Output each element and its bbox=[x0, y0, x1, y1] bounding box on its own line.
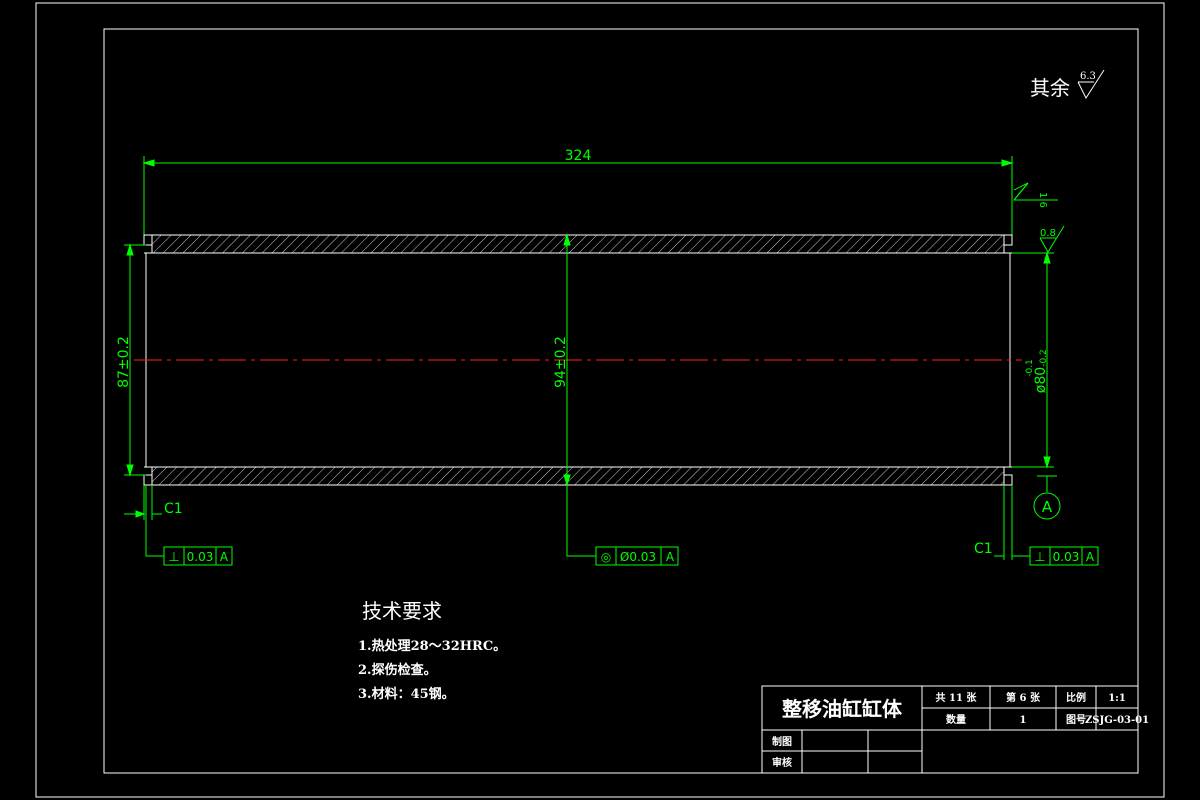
roughness-symbol-general bbox=[1077, 69, 1105, 100]
left-bore-label: 87±0.2 bbox=[116, 336, 132, 388]
chamfer-right-leader bbox=[994, 485, 1030, 560]
title-block bbox=[761, 685, 1139, 774]
tolerance-right-datum: A bbox=[1086, 550, 1095, 564]
quantity-value: 1 bbox=[1020, 715, 1027, 726]
datum-marker bbox=[1033, 475, 1061, 520]
right-diameter-label: ø80 bbox=[1033, 367, 1049, 393]
tolerance-frame-center bbox=[595, 546, 679, 566]
tech-requirement-item: 2.探伤检查。 bbox=[358, 662, 437, 678]
tolerance-left-symbol: ⊥ bbox=[168, 550, 179, 565]
drawing-no-value: ZSJG-03-01 bbox=[1085, 715, 1149, 726]
left-bore-dimension bbox=[124, 243, 146, 477]
center-outer-dimension bbox=[563, 233, 596, 557]
datum-label: A bbox=[1042, 498, 1053, 516]
overall-length-dimension bbox=[142, 156, 1014, 235]
sheet-total: 共 11 张 bbox=[936, 691, 978, 704]
chamfer-left-label: C1 bbox=[164, 501, 183, 517]
tolerance-center-value: Ø0.03 bbox=[620, 550, 656, 564]
tech-requirement-item: 1.热处理28～32HRC。 bbox=[358, 638, 506, 654]
tolerance-left-value: 0.03 bbox=[187, 550, 214, 564]
right-diameter-dimension bbox=[1012, 251, 1054, 469]
surface-general-value: 6.3 bbox=[1080, 71, 1096, 82]
drawing-no-label: 图号 bbox=[1066, 714, 1086, 726]
tolerance-left-datum: A bbox=[220, 550, 229, 564]
drawn-label: 制图 bbox=[772, 735, 792, 748]
tech-requirements-title: 技术要求 bbox=[362, 599, 442, 623]
roughness-symbol-outer bbox=[1012, 182, 1058, 201]
sheet-number: 第 6 张 bbox=[1006, 691, 1041, 704]
tolerance-left-leader bbox=[145, 485, 164, 557]
surface-note-label: 其余 bbox=[1030, 76, 1070, 100]
tolerance-right-symbol: ⊥ bbox=[1034, 550, 1045, 565]
part-name: 整移油缸缸体 bbox=[781, 697, 903, 721]
chamfer-left-leader bbox=[124, 485, 162, 520]
surface-inner-value: 0.8 bbox=[1040, 228, 1056, 239]
chamfer-right-label: C1 bbox=[974, 541, 993, 557]
scale-value: 1:1 bbox=[1108, 693, 1126, 704]
checked-label: 审核 bbox=[772, 756, 792, 769]
roughness-symbol-inner bbox=[1039, 225, 1065, 253]
upper-wall-hatch bbox=[151, 234, 1005, 254]
lower-wall-hatch bbox=[151, 466, 1005, 486]
right-diameter-upper-tol: -0.1 bbox=[1025, 359, 1035, 377]
tolerance-frame-left bbox=[163, 546, 233, 566]
overall-length-label: 324 bbox=[565, 148, 592, 164]
center-outer-label: 94±0.2 bbox=[553, 336, 569, 388]
scale-label: 比例 bbox=[1066, 691, 1086, 704]
tolerance-center-datum: A bbox=[666, 550, 675, 564]
right-diameter-lower-tol: -0.2 bbox=[1039, 349, 1049, 367]
tech-requirement-item: 3.材料：45钢。 bbox=[358, 686, 455, 702]
surface-outer-value: 1.6 bbox=[1037, 192, 1048, 208]
inner-frame bbox=[103, 28, 1139, 774]
tolerance-frame-right bbox=[1029, 546, 1099, 566]
outer-frame bbox=[35, 2, 1165, 798]
tolerance-center-symbol: ◎ bbox=[601, 550, 611, 564]
tolerance-right-value: 0.03 bbox=[1053, 550, 1080, 564]
quantity-label: 数量 bbox=[946, 713, 966, 726]
